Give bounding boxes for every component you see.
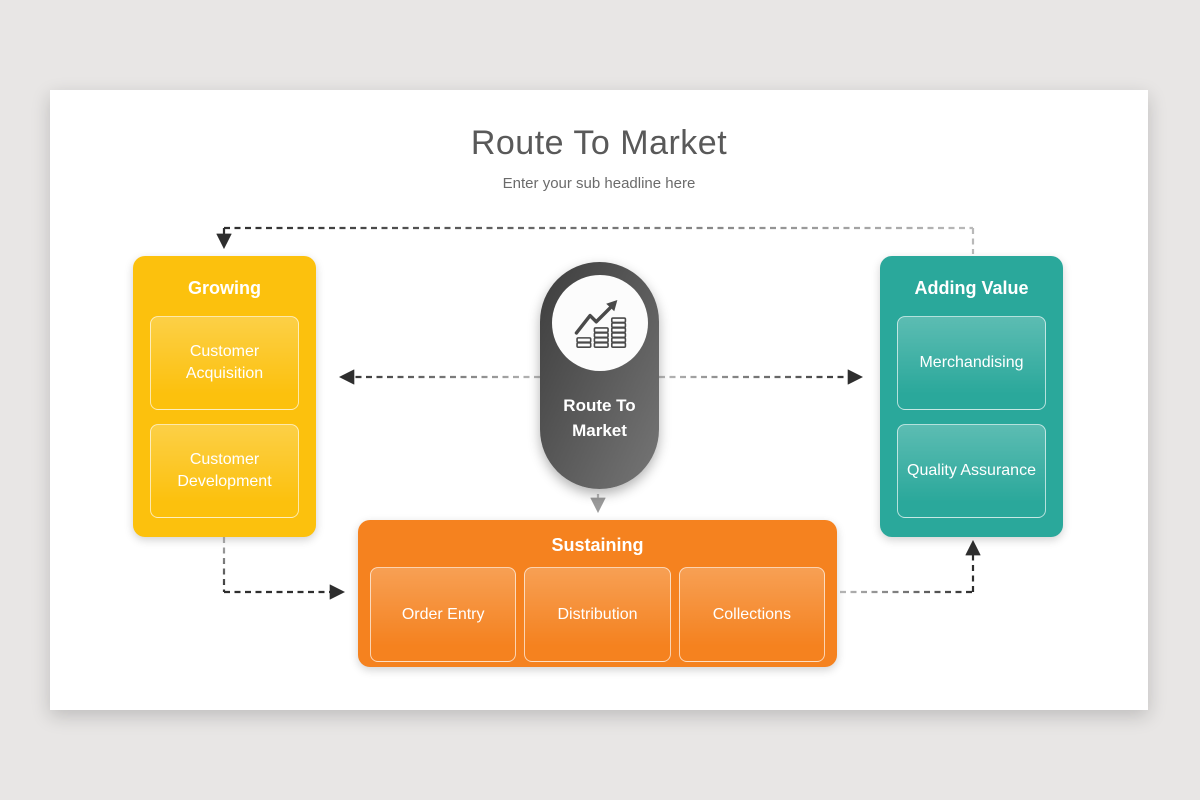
group-adding-value: Adding Value Merchandising Quality Assur… xyxy=(880,256,1063,537)
item-label: Quality Assurance xyxy=(907,462,1036,480)
center-node-label-line1: Route To xyxy=(563,396,636,415)
item-label: Customer Development xyxy=(177,451,272,490)
center-node: Route To Market xyxy=(540,262,659,489)
item-label: Collections xyxy=(712,605,791,623)
group-growing-title: Growing xyxy=(188,278,261,298)
sustaining-items-row: Order Entry Distribution Collections xyxy=(358,567,837,662)
page-title: Route To Market xyxy=(470,124,728,162)
page-subtitle: Enter your sub headline here xyxy=(502,175,696,192)
item-collections: Collections xyxy=(678,567,825,662)
item-label: Customer Acquisition xyxy=(185,343,264,382)
item-distribution: Distribution xyxy=(524,567,671,662)
center-node-icon-circle xyxy=(551,275,648,371)
item-label: Distribution xyxy=(557,605,638,623)
item-label: Order Entry xyxy=(401,605,485,623)
group-sustaining-title: Sustaining xyxy=(551,535,644,555)
group-adding-value-title: Adding Value xyxy=(914,278,1029,298)
group-sustaining: Sustaining Order Entry Distribution Coll… xyxy=(358,520,837,667)
item-merchandising: Merchandising xyxy=(897,316,1046,410)
slide: Route To Market Enter your sub headline … xyxy=(50,90,1148,710)
item-label: Merchandising xyxy=(919,354,1024,372)
growth-chart-icon xyxy=(574,300,626,348)
item-order-entry: Order Entry xyxy=(370,567,517,662)
center-node-label: Route To Market xyxy=(540,393,659,443)
item-quality-assurance: Quality Assurance xyxy=(897,424,1046,518)
center-node-label-line2: Market xyxy=(572,421,627,440)
item-customer-acquisition: Customer Acquisition xyxy=(150,316,299,410)
item-customer-development: Customer Development xyxy=(150,424,299,518)
group-growing: Growing Customer Acquisition Customer De… xyxy=(133,256,316,537)
